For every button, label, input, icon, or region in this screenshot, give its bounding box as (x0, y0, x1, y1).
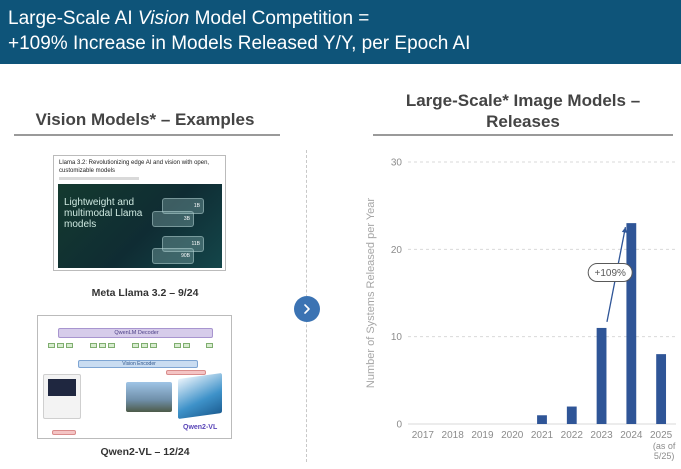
y-tick-label-0: 0 (396, 420, 402, 431)
x-tick-label-2017: 2017 (412, 430, 435, 441)
chart-title-rule (373, 134, 673, 136)
qwen-resolution-tag (166, 370, 206, 375)
x-tick-label-2025: 2025 (650, 430, 673, 441)
next-arrow-button[interactable] (294, 296, 320, 322)
qwen-decoder-block: QwenLM Decoder (58, 328, 213, 338)
qwen-input-photo (126, 382, 172, 412)
title-banner: Large-Scale AI Vision Model Competition … (0, 0, 681, 64)
growth-arrow-head (621, 227, 627, 233)
bar-2025 (656, 354, 667, 424)
llama-byline-bar (59, 177, 139, 180)
qwen-token-row (46, 343, 226, 349)
llama-headline: Llama 3.2: Revolutionizing edge AI and v… (59, 160, 210, 174)
llama-tile-1: 1B (162, 198, 204, 214)
llama-tile-4: 90B (152, 248, 194, 264)
x-tick-label-2021: 2021 (531, 430, 554, 441)
llama-tile-3: 11B (162, 236, 204, 252)
qwen-footer-tag (52, 430, 76, 435)
qwen-logo-text: Qwen2-VL (183, 424, 218, 431)
examples-title-rule (14, 134, 280, 136)
y-axis-label: Number of Systems Released per Year (365, 198, 377, 388)
llama-caption: Meta Llama 3.2 – 9/24 (91, 287, 199, 299)
chart-title-line-1: Large-Scale* Image Models – (405, 91, 641, 110)
bar-2023 (596, 327, 607, 424)
x-tick-label-2018: 2018 (442, 430, 465, 441)
headline-line-1: Large-Scale AI Vision Model Competition … (8, 8, 370, 29)
chart-title: Large-Scale* Image Models – Releases (370, 90, 676, 132)
y-tick-label-10: 10 (391, 332, 403, 343)
qwen-input-video-frames (178, 372, 222, 420)
bar-2022 (566, 406, 577, 424)
headline-line-2: +109% Increase in Models Released Y/Y, p… (8, 33, 471, 54)
x-tick-note-line-2: 5/25) (654, 451, 675, 461)
bar-2021 (537, 415, 547, 424)
x-tick-label-2023: 2023 (590, 430, 613, 441)
llama-screenshot: Llama 3.2: Revolutionizing edge AI and v… (53, 155, 226, 271)
qwen-caption: Qwen2-VL – 12/24 (100, 446, 190, 458)
examples-title: Vision Models* – Examples (35, 110, 255, 129)
growth-label-text: +109% (594, 268, 626, 279)
qwen-input-document (43, 374, 81, 419)
qwen-architecture-diagram: QwenLM Decoder Vision Encoder Qwen2-VL (37, 315, 232, 439)
x-tick-note-line-1: (as of (653, 441, 676, 451)
growth-label-pill (587, 263, 633, 283)
llama-hero-image: Lightweight and multimodal Llama models … (58, 184, 222, 268)
y-tick-label-30: 30 (391, 158, 403, 169)
llama-hero-text: Lightweight and multimodal Llama models (64, 197, 143, 230)
x-tick-label-2020: 2020 (501, 430, 524, 441)
chevron-right-icon (304, 304, 310, 314)
bar-2024 (626, 223, 637, 424)
y-tick-label-20: 20 (391, 245, 403, 256)
llama-tile-2: 3B (152, 211, 194, 227)
chart-title-line-2: Releases (486, 112, 560, 131)
qwen-encoder-block: Vision Encoder (78, 360, 198, 368)
x-tick-label-2024: 2024 (620, 430, 643, 441)
headline-emphasis: Vision (137, 8, 190, 29)
x-tick-label-2019: 2019 (471, 430, 494, 441)
x-tick-label-2022: 2022 (561, 430, 584, 441)
